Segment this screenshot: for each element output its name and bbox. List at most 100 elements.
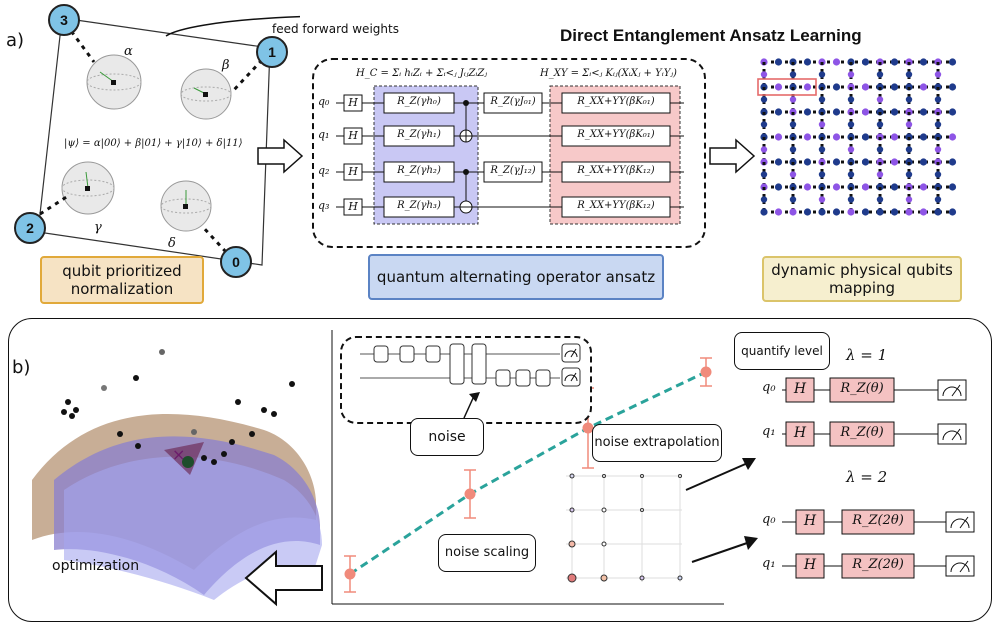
- lattice-qubit-dot: [948, 208, 957, 216]
- lattice-coupler-dot: [760, 96, 768, 103]
- j-gate-12: R_Z(γJ₁₂): [490, 165, 536, 176]
- lattice-qubit-dot: [832, 158, 841, 166]
- lattice-qubit-dot: [832, 133, 841, 141]
- h-gate-q3: H: [348, 200, 358, 213]
- lattice-coupler-dot: [934, 171, 942, 178]
- lattice-qubit-dot: [919, 133, 928, 141]
- hxy-equation: H_XY = Σᵢ<ⱼ Kᵢⱼ(XᵢXⱼ + YᵢYⱼ): [540, 68, 677, 79]
- lattice-coupler-dot: [876, 121, 884, 128]
- lattice-qubit-dot: [861, 183, 870, 191]
- lattice-qubit-dot: [861, 133, 870, 141]
- lattice-coupler-dot: [905, 196, 913, 203]
- lambda2-label: λ = 2: [846, 468, 888, 486]
- lattice-qubit-dot: [890, 183, 899, 191]
- lattice-coupler-dot: [934, 71, 942, 78]
- lattice-qubit-dot: [861, 208, 870, 216]
- qubit-marker-3: 3: [48, 4, 80, 36]
- bloch-sphere-beta: [180, 68, 232, 120]
- lattice-coupler-dot: [905, 71, 913, 78]
- lattice-qubit-dot: [876, 208, 884, 216]
- lattice-qubit-dot: [774, 58, 783, 66]
- lattice-qubit-dot: [861, 83, 870, 91]
- lambda1-rz-q0: R_Z(θ): [840, 381, 884, 396]
- lattice-qubit-dot: [861, 108, 870, 116]
- qubit-lattice: [757, 58, 957, 216]
- lattice-qubit-dot: [905, 208, 913, 216]
- lattice-coupler-dot: [818, 196, 826, 203]
- lattice-qubit-dot: [774, 158, 783, 166]
- rz-gate-q3: R_Z(γh₃): [397, 200, 441, 211]
- lattice-qubit-dot: [774, 133, 783, 141]
- lattice-coupler-dot: [789, 146, 797, 153]
- lattice-coupler-dot: [818, 71, 826, 78]
- lattice-coupler-dot: [934, 146, 942, 153]
- qubit-marker-1: 1: [256, 36, 288, 68]
- lattice-qubit-dot: [890, 108, 899, 116]
- noise-scaling-label: noise scaling: [438, 534, 536, 572]
- noise-circuit: [360, 343, 581, 419]
- lattice-qubit-dot: [832, 108, 841, 116]
- lattice-coupler-dot: [760, 146, 768, 153]
- lattice-qubit-dot: [919, 58, 928, 66]
- lattice-qubit-dot: [890, 58, 899, 66]
- lattice-highlight: [757, 78, 817, 96]
- lambda-circuits: [782, 377, 975, 579]
- lattice-qubit-dot: [803, 158, 812, 166]
- noise-label: noise: [410, 418, 484, 456]
- greek-alpha: α: [124, 44, 133, 59]
- greek-delta: δ: [168, 236, 176, 251]
- lattice-qubit-dot: [919, 158, 928, 166]
- qubit-marker-0: 0: [220, 246, 252, 278]
- bloch-sphere-delta: [160, 180, 212, 232]
- svg-text:×: ×: [172, 445, 185, 464]
- qubit-label-q3: q₃: [318, 199, 330, 212]
- lattice-qubit-dot: [803, 83, 812, 91]
- greek-gamma: γ: [94, 220, 102, 235]
- lambda1-q0-label: q₀: [762, 380, 776, 395]
- lattice-qubit-dot: [774, 183, 783, 191]
- lambda-arrows: [685, 458, 758, 563]
- lattice-qubit-dot: [919, 108, 928, 116]
- optimization-label: optimization: [52, 558, 140, 574]
- lattice-qubit-dot: [832, 58, 841, 66]
- qubit-norm-box: qubit prioritized normalization: [40, 256, 204, 304]
- lattice-qubit-dot: [774, 208, 783, 216]
- greek-beta: β: [222, 58, 230, 73]
- lattice-coupler-dot: [876, 171, 884, 178]
- h-gate-q2: H: [348, 165, 358, 178]
- circuit-container: [312, 58, 706, 248]
- feed-forward-label: feed forward weights: [272, 22, 399, 36]
- lattice-qubit-dot: [760, 208, 768, 216]
- qubit-marker-2: 2: [14, 212, 46, 244]
- lattice-coupler-dot: [789, 71, 797, 78]
- bloch-card: [37, 15, 300, 266]
- rxxyy-gate-q3: R_XX+YY(βK₁₂): [577, 200, 655, 211]
- noise-extrapolation-chart: [331, 330, 724, 605]
- lattice-qubit-dot: [832, 208, 841, 216]
- qubit-label-q0: q₀: [318, 95, 330, 108]
- lattice-coupler-dot: [934, 196, 942, 203]
- lattice-coupler-dot: [847, 121, 855, 128]
- lattice-qubit-dot: [948, 158, 957, 166]
- h-gate-q0: H: [348, 96, 358, 109]
- lattice-qubit-dot: [919, 183, 928, 191]
- lambda1-rz-q1: R_Z(θ): [840, 425, 884, 440]
- panel-a-title: Direct Entanglement Ansatz Learning: [560, 26, 862, 45]
- lambda1-h-q0: H: [793, 381, 807, 397]
- lattice-coupler-dot: [905, 146, 913, 153]
- panel-a-label: a): [6, 30, 25, 51]
- lattice-qubit-dot: [789, 208, 797, 216]
- lattice-qubit-dot: [803, 58, 812, 66]
- lattice-qubit-dot: [832, 83, 841, 91]
- lattice-qubit-dot: [890, 208, 899, 216]
- rxxyy-gate-q2: R_XX+YY(βK₁₂): [577, 165, 655, 176]
- mapping-box: dynamic physical qubits mapping: [762, 256, 962, 302]
- lattice-qubit-dot: [803, 183, 812, 191]
- lattice-qubit-dot: [861, 158, 870, 166]
- lattice-coupler-dot: [760, 121, 768, 128]
- rxxyy-gate-q1: R_XX+YY(βK₀₁): [577, 129, 655, 140]
- lattice-coupler-dot: [905, 96, 913, 103]
- lambda2-rz-q0: R_Z(2θ): [852, 513, 904, 528]
- state-equation: |ψ⟩ = α|00⟩ + β|01⟩ + γ|10⟩ + δ|11⟩: [64, 138, 243, 149]
- lattice-coupler-dot: [818, 96, 826, 103]
